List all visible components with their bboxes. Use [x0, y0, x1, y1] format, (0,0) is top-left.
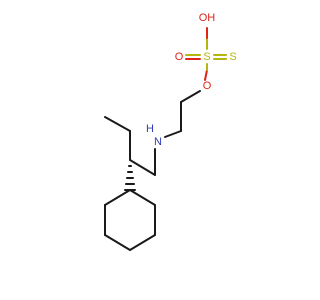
bond-n-c5: [164, 130, 182, 138]
cyclohexane-ring: [104, 189, 156, 251]
atom-oh-label: OH: [199, 12, 216, 24]
atom-o-double-label: O: [175, 51, 184, 63]
atom-s-thione-label: S: [229, 51, 236, 63]
bond-c1-c2: [104, 116, 131, 132]
structure-diagram: OH O S S O H N: [104, 12, 237, 251]
stereo-hash-bond: [124, 165, 136, 191]
atom-s-center-label: S: [203, 51, 210, 63]
atom-nh-label: H: [146, 123, 154, 135]
bond-o-s: [204, 69, 208, 81]
atom-n-label: N: [154, 136, 162, 148]
bond-c6-o: [180, 90, 201, 103]
atom-o-ester-label: O: [203, 80, 212, 92]
bond-c3-c4: [129, 159, 156, 176]
